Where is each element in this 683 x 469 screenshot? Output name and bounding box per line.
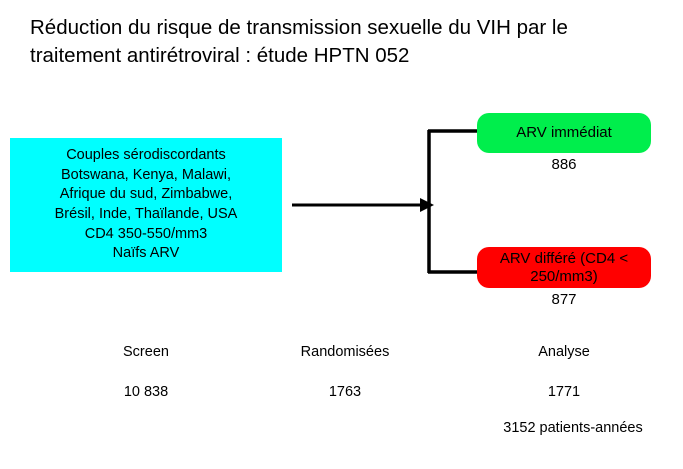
arrow-head (420, 198, 434, 212)
stage-screen: Screen 10 838 (56, 322, 236, 422)
stage-randomisees-name: Randomisées (300, 344, 390, 360)
arm-count-deferred: 877 (551, 291, 577, 308)
stage-randomisees: Randomisées 1763 (255, 322, 435, 422)
arm-box-deferred: ARV différé (CD4 < 250/mm3) (477, 247, 651, 288)
arm-box-immediate: ARV immédiat (477, 113, 651, 153)
population-box: Couples sérodiscordants Botswana, Kenya,… (10, 138, 282, 272)
stage-randomisees-value: 1763 (328, 384, 362, 400)
footnote-patient-years: 3152 patients-années (503, 420, 643, 436)
page-title: Réduction du risque de transmission sexu… (30, 16, 574, 67)
stage-screen-value: 10 838 (123, 384, 169, 400)
stage-analyse-name: Analyse (538, 344, 590, 360)
arm-count-immediate: 886 (551, 156, 577, 173)
stage-analyse-value: 1771 (547, 384, 581, 400)
stage-analyse: Analyse 1771 (474, 322, 654, 422)
stage-screen-name: Screen (123, 344, 169, 360)
